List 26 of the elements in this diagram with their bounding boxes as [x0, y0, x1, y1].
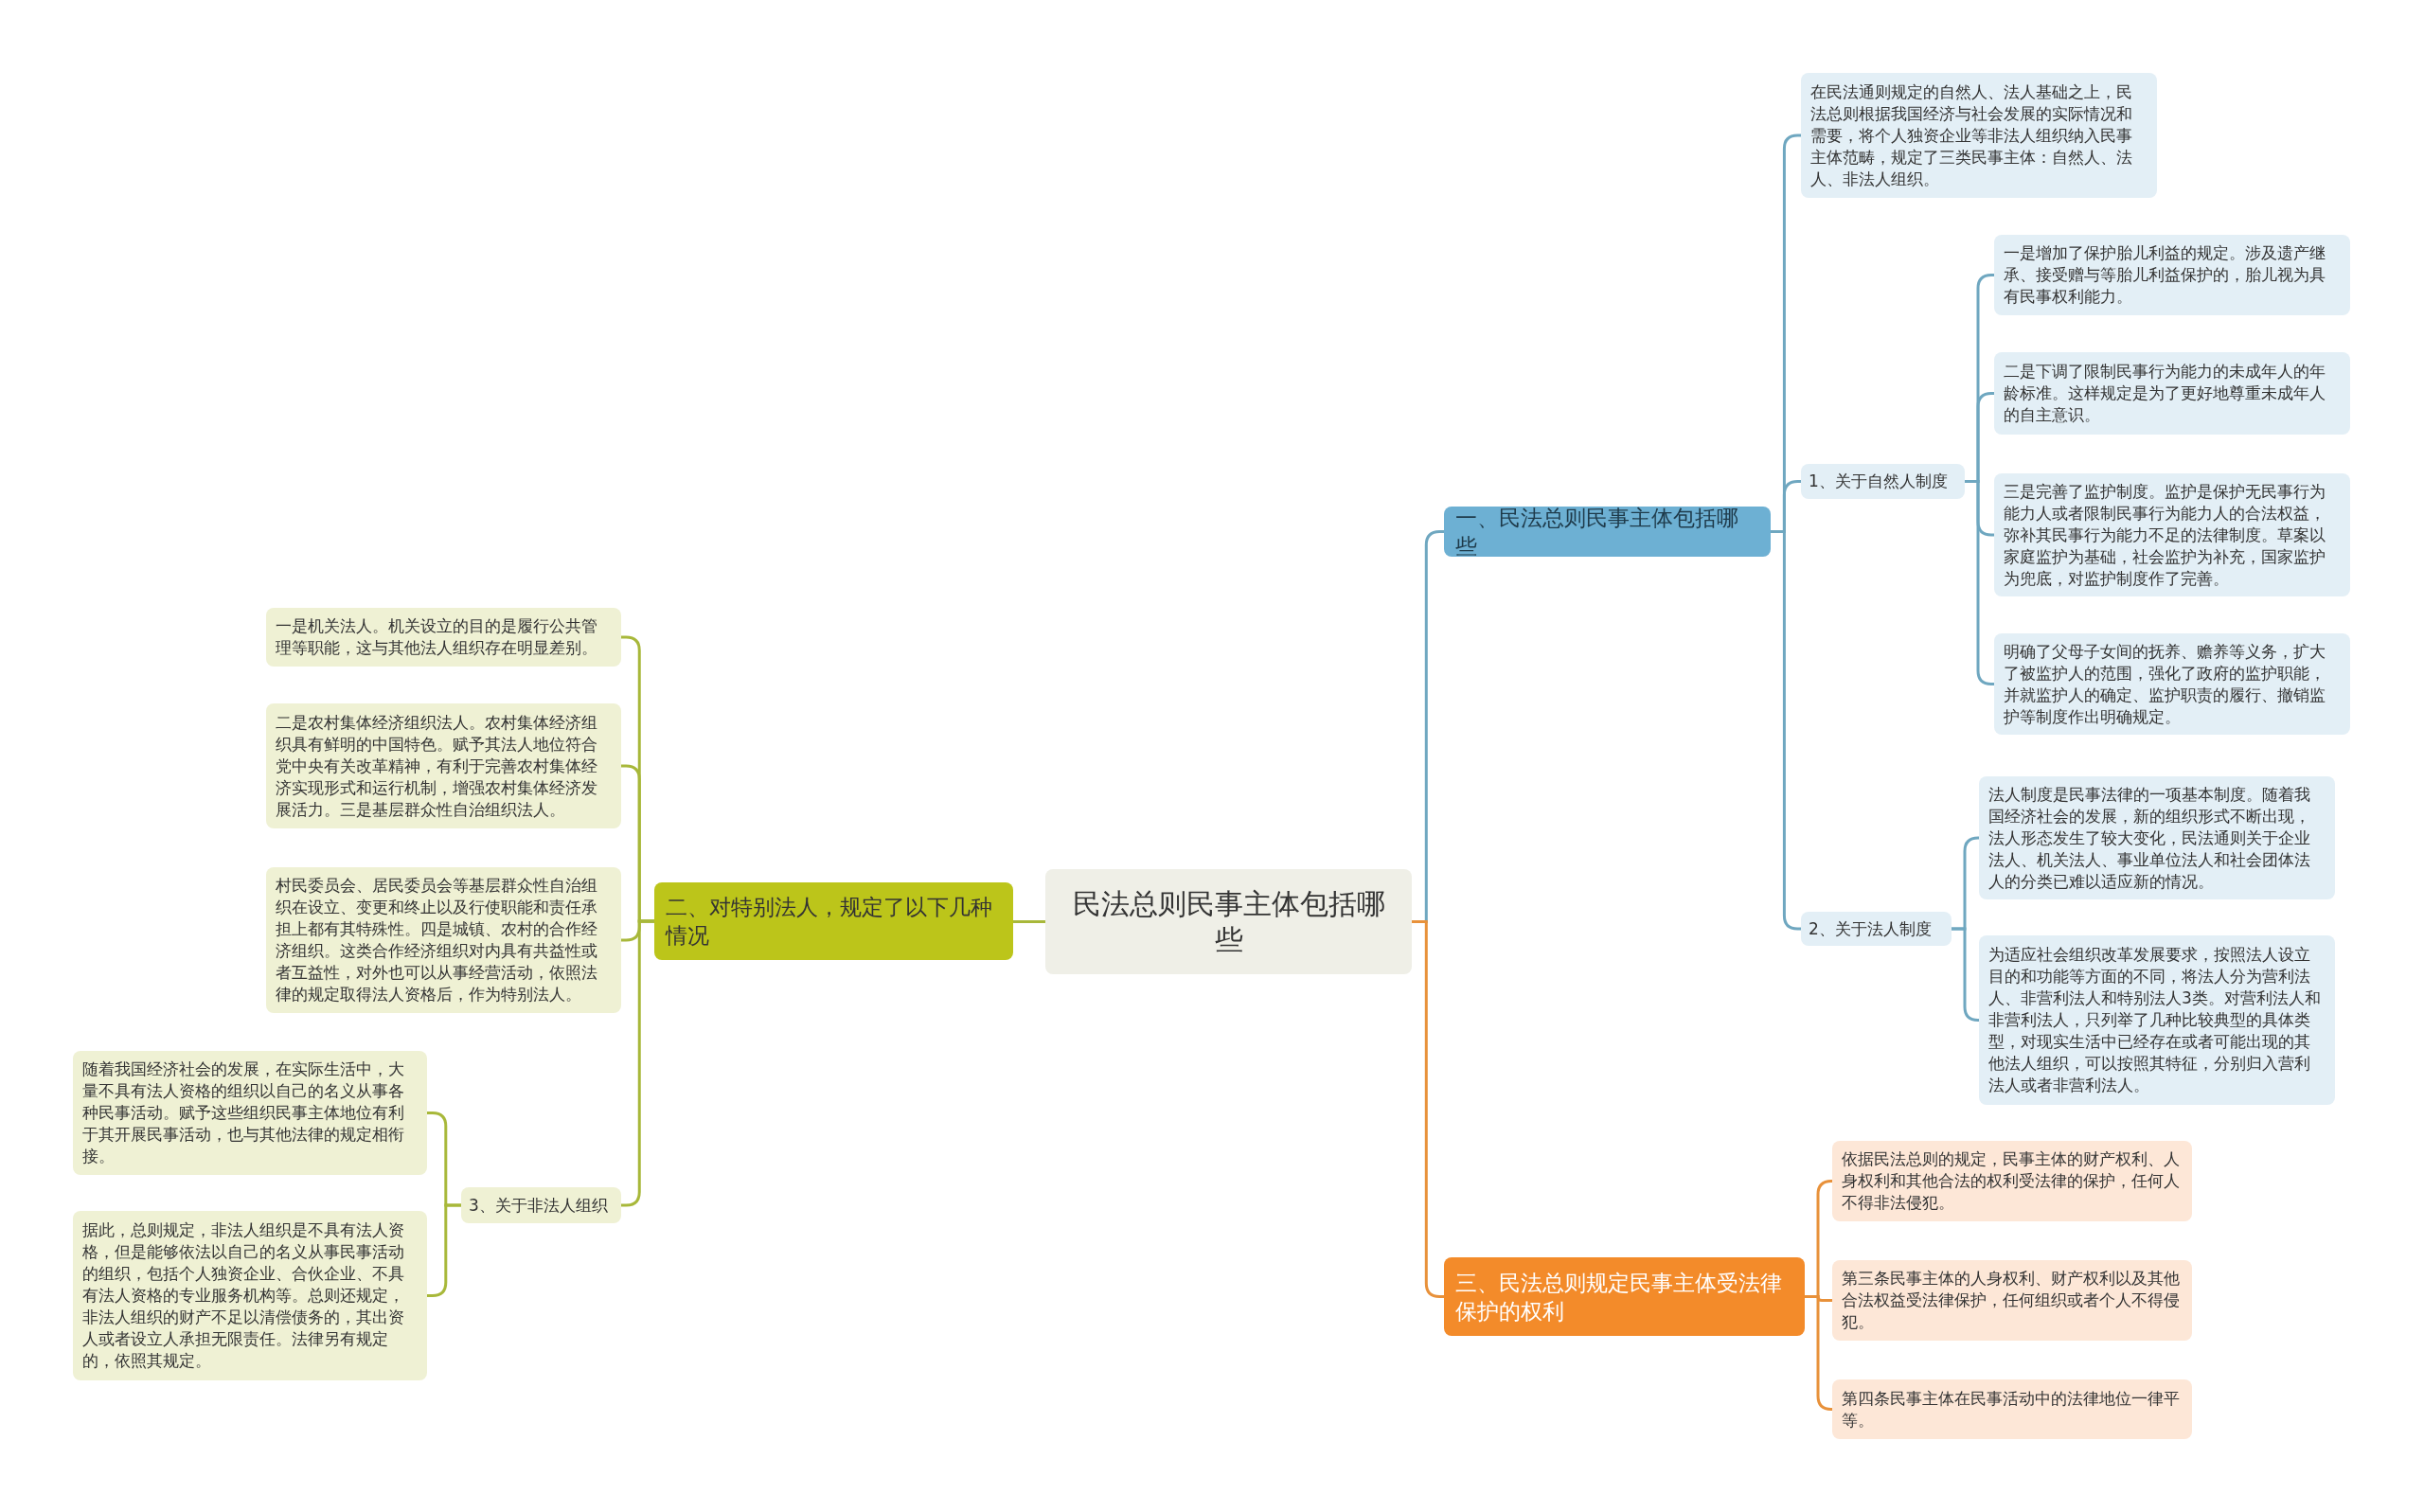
note-box: 为适应社会组织改革发展要求，按照法人设立目的和功能等方面的不同，将法人分为营利法人、非营利法人和特别法人3类。对营利法人和非营利法人，只列举了几种比较典型的具体类型，对现实生活中已经存在或者可能出现的其他法人组织，可以按照其特征，分别归入营利法人或者非营利法人。 — [1979, 935, 2335, 1105]
note-box: 依据民法总则的规定，民事主体的财产权利、人身权利和其他合法的权利受法律的保护，任何人不得非法侵犯。 — [1832, 1141, 2192, 1221]
note-box: 据此，总则规定，非法人组织是不具有法人资格，但是能够依法以自己的名义从事民事活动的组织，包括个人独资企业、合伙企业、不具有法人资格的专业服务机构等。总则还规定，非法人组织的财产不足以清偿债务的，其出资人或者设立人承担无限责任。法律另有规定的，依照其规定。 — [73, 1211, 427, 1380]
connector-line — [427, 1203, 461, 1297]
central-topic-box: 民法总则民事主体包括哪些 — [1045, 869, 1412, 974]
note-box: 二是农村集体经济组织法人。农村集体经济组织具有鲜明的中国特色。赋予其法人地位符合党中央有关改革精神，有利于完善农村集体经济实现形式和运行机制，增强农村集体经济发展活力。三是基层群众性自治组织法人。 — [266, 703, 621, 828]
note-box: 二是下调了限制民事行为能力的未成年人的年龄标准。这样规定是为了更好地尊重未成年人的自主意识。 — [1994, 352, 2350, 435]
note-box: 村民委员会、居民委员会等基层群众性自治组织在设立、变更和终止以及行使职能和责任承担上都有其特殊性。四是城镇、农村的合作经济组织。这类合作经济组织对内具有共益性或者互益性，对外也可以从事经营活动，依照法律的规定取得法人资格后，作为特别法人。 — [266, 867, 621, 1013]
topic-box: 三、民法总则规定民事主体受法律保护的权利 — [1444, 1257, 1805, 1336]
note-box: 一是增加了保护胎儿利益的规定。涉及遗产继承、接受赠与等胎儿利益保护的，胎儿视为具有民事权利能力。 — [1994, 235, 2350, 315]
note-box: 在民法通则规定的自然人、法人基础之上，民法总则根据我国经济与社会发展的实际情况和需要，将个人独资企业等非法人组织纳入民事主体范畴，规定了三类民事主体：自然人、法人、非法人组织。 — [1801, 73, 2157, 198]
subtopic-box: 3、关于非法人组织 — [461, 1187, 621, 1223]
note-box: 第四条民事主体在民事活动中的法律地位一律平等。 — [1832, 1379, 2192, 1439]
connector-line — [1771, 530, 1801, 931]
connector-line — [1952, 927, 1980, 1022]
subtopic-box: 2、关于法人制度 — [1801, 912, 1952, 946]
note-box: 随着我国经济社会的发展，在实际生活中，大量不具有法人资格的组织以自己的名义从事各种民事活动。赋予这些组织民事主体地位有利于其开展民事活动，也与其他法律的规定相衔接。 — [73, 1051, 427, 1175]
connector-line — [1013, 920, 1045, 923]
note-box: 明确了父母子女间的抚养、赡养等义务，扩大了被监护人的范围，强化了政府的监护职能，并就监护人的确定、监护职责的履行、撤销监护等制度作出明确规定。 — [1994, 633, 2350, 735]
note-box: 三是完善了监护制度。监护是保护无民事行为能力人或者限制民事行为能力人的合法权益，弥补其民事行为能力不足的法律制度。草案以家庭监护为基础，社会监护为补充，国家监护为兜底，对监护制度作了完善。 — [1994, 473, 2350, 596]
topic-box: 二、对特别法人，规定了以下几种情况 — [654, 882, 1013, 960]
subtopic-box: 1、关于自然人制度 — [1801, 464, 1965, 499]
note-box: 法人制度是民事法律的一项基本制度。随着我国经济社会的发展，新的组织形式不断出现，法人形态发生了较大变化，民法通则关于企业法人、机关法人、事业单位法人和社会团体法人的分类已难以适应新的情况。 — [1979, 776, 2335, 899]
note-box: 第三条民事主体的人身权利、财产权利以及其他合法权益受法律保护，任何组织或者个人不得侵犯。 — [1832, 1260, 2192, 1341]
topic-box: 一、民法总则民事主体包括哪些 — [1444, 507, 1771, 557]
note-box: 一是机关法人。机关设立的目的是履行公共管理等职能，这与其他法人组织存在明显差别。 — [266, 608, 621, 667]
